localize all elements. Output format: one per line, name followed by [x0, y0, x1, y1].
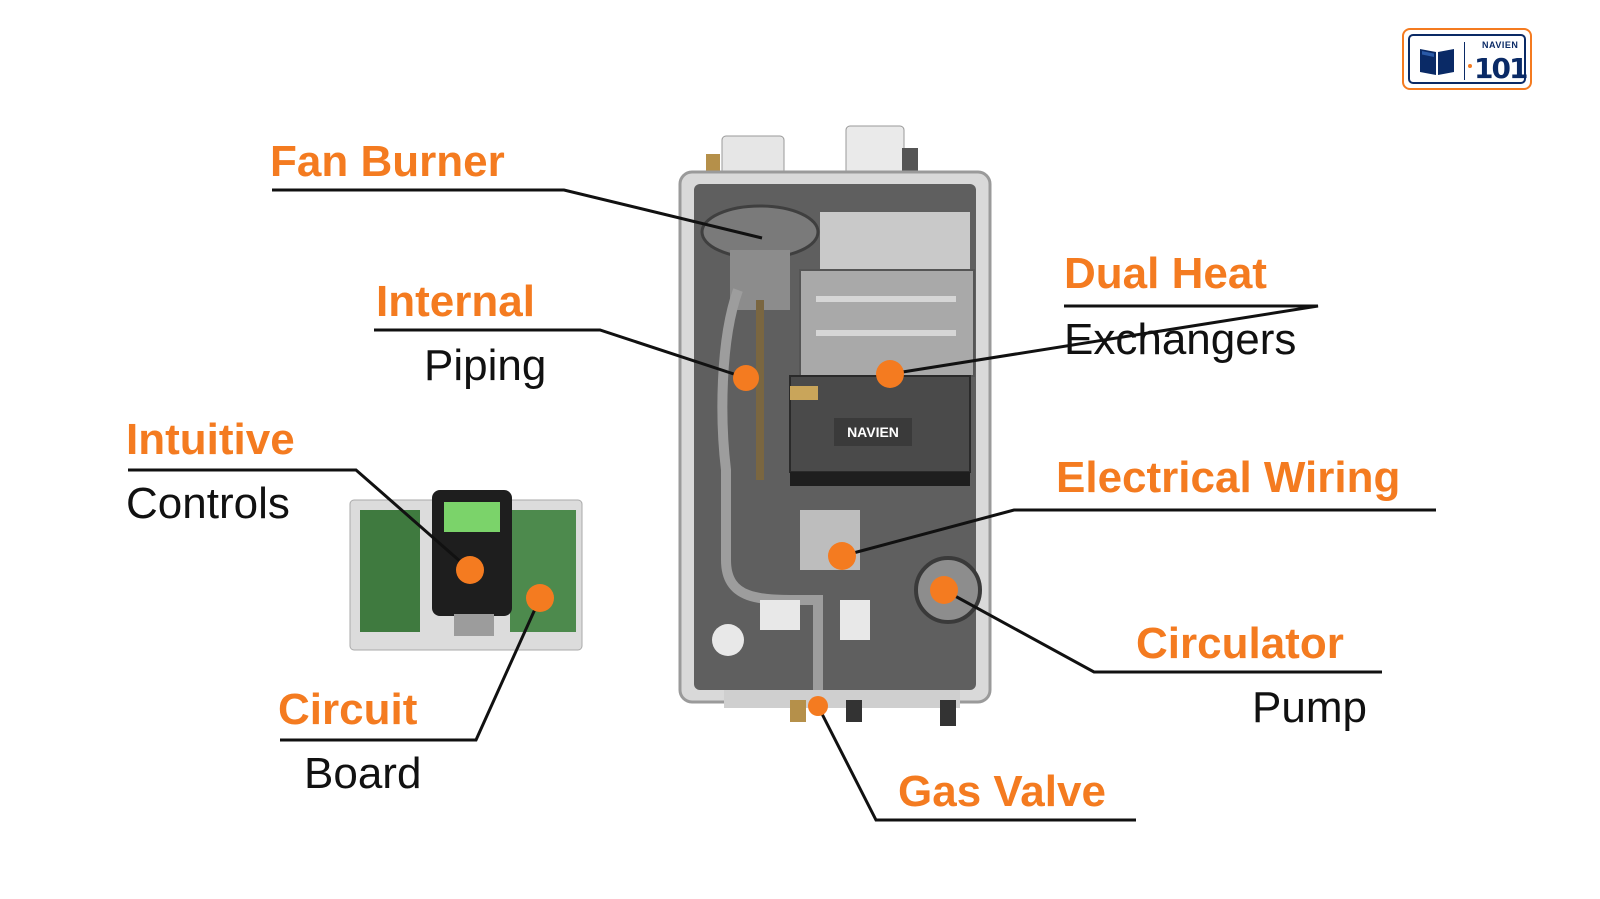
label-circuit: Circuit — [278, 685, 418, 734]
book-icon — [1420, 49, 1454, 75]
dot-circulator-pump — [930, 576, 958, 604]
heater-brand-badge: NAVIEN — [847, 424, 899, 440]
label-board: Board — [304, 749, 422, 798]
dot-circuit-board — [526, 584, 554, 612]
label-controls: Controls — [126, 479, 290, 528]
label-exchangers: Exchangers — [1064, 315, 1297, 364]
callout-dots — [456, 360, 958, 716]
logo-number-text: 101 — [1474, 52, 1528, 85]
label-fan-burner: Fan Burner — [270, 137, 505, 186]
dot-intuitive-controls — [456, 556, 484, 584]
dot-internal-piping — [733, 365, 759, 391]
logo-separator — [1464, 42, 1465, 80]
label-internal: Internal — [376, 277, 535, 326]
logo-dot — [1468, 64, 1472, 68]
label-pump: Pump — [1252, 683, 1367, 732]
logo-brand-text: NAVIEN — [1482, 40, 1519, 50]
dot-electrical-wiring — [828, 542, 856, 570]
label-intuitive: Intuitive — [126, 415, 295, 464]
navien-101-logo: NAVIEN 101 — [1402, 28, 1532, 90]
leader-lines — [128, 188, 1436, 822]
dot-dual-heat-exchangers — [876, 360, 904, 388]
label-dual-heat: Dual Heat — [1064, 249, 1267, 298]
water-heater-unit: NAVIEN — [678, 125, 992, 726]
label-electrical-wiring: Electrical Wiring — [1056, 453, 1401, 502]
dot-gas-valve — [808, 696, 828, 716]
label-gas-valve: Gas Valve — [898, 767, 1106, 816]
label-piping: Piping — [424, 341, 547, 390]
label-circulator: Circulator — [1136, 619, 1344, 668]
control-board — [349, 490, 583, 651]
